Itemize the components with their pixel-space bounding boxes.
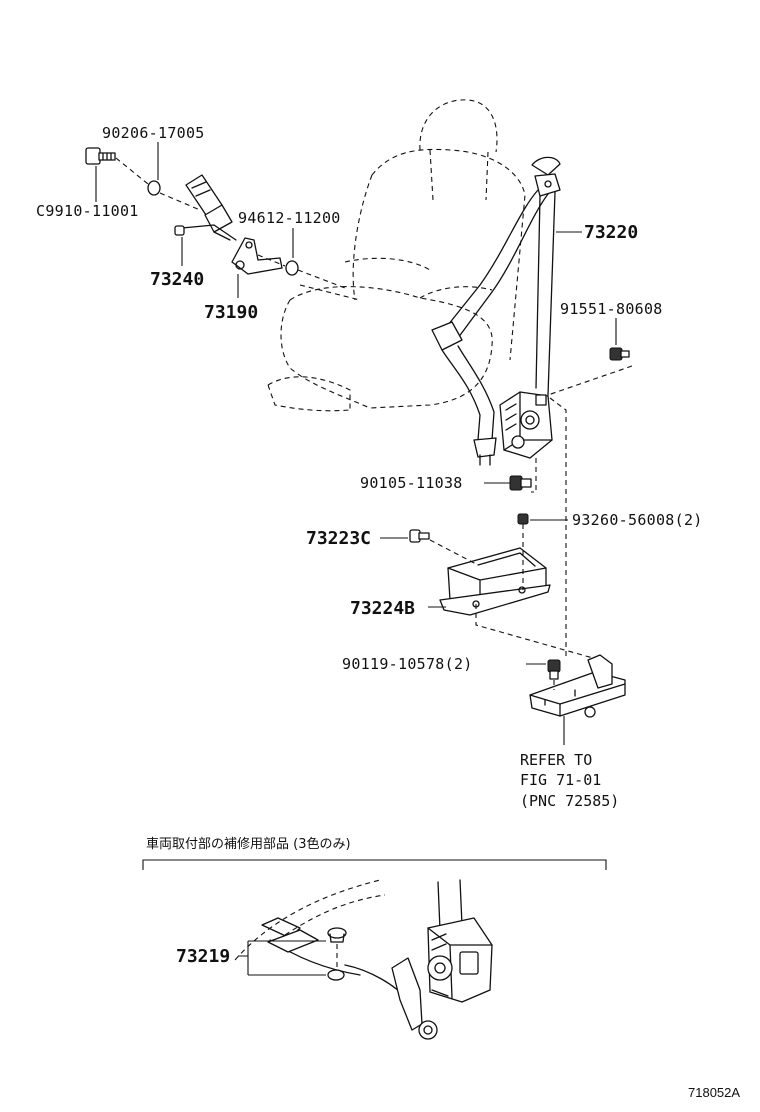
label-90105-11038: 90105-11038 bbox=[360, 474, 463, 492]
cap-73219-lower bbox=[327, 969, 345, 981]
section-bracket bbox=[142, 859, 607, 870]
buckle-73240 bbox=[174, 174, 237, 241]
bolt-90206-17005 bbox=[85, 147, 116, 165]
washer bbox=[147, 180, 161, 196]
refer-line-2: FIG 71-01 bbox=[520, 771, 601, 789]
label-73190: 73190 bbox=[204, 302, 258, 323]
label-73223c: 73223C bbox=[306, 528, 371, 549]
label-93260-56008: 93260-56008(2) bbox=[572, 511, 703, 529]
label-73219-bracket bbox=[238, 940, 326, 976]
label-73220: 73220 bbox=[584, 222, 638, 243]
spacer-94612-11200 bbox=[285, 260, 299, 276]
label-90206-17005: 90206-17005 bbox=[102, 124, 205, 142]
retractor bbox=[499, 391, 553, 459]
leader-lines bbox=[95, 142, 617, 745]
bolt-90119-10578 bbox=[547, 659, 561, 680]
anchor-plate-73190 bbox=[231, 237, 283, 275]
label-94612-11200: 94612-11200 bbox=[238, 209, 341, 227]
refer-line-1: REFER TO bbox=[520, 751, 592, 769]
label-c9910-11001: C9910-11001 bbox=[36, 202, 139, 220]
screw-73223c bbox=[409, 529, 430, 543]
label-73240: 73240 bbox=[150, 269, 204, 290]
label-73219: 73219 bbox=[176, 946, 230, 967]
bolt-93260-56008 bbox=[517, 513, 529, 525]
label-91551-80608: 91551-80608 bbox=[560, 300, 663, 318]
bolt-90105-11038 bbox=[509, 475, 532, 491]
figure-id: 718052A bbox=[688, 1085, 740, 1100]
label-90119-10578: 90119-10578(2) bbox=[342, 655, 473, 673]
refer-line-3: (PNC 72585) bbox=[520, 792, 619, 810]
cover-73224b bbox=[439, 547, 551, 616]
front-seat bbox=[267, 99, 526, 412]
bolt-91551-80608 bbox=[609, 347, 630, 361]
bottom-detail-view bbox=[234, 879, 493, 1040]
buckle-assembly bbox=[85, 147, 346, 289]
cap-73219-upper bbox=[327, 927, 347, 943]
seat-rail-bracket bbox=[529, 654, 626, 718]
section-note: 車両取付部の補修用部品 (3色のみ) bbox=[146, 836, 351, 852]
label-73224b: 73224B bbox=[350, 598, 415, 619]
